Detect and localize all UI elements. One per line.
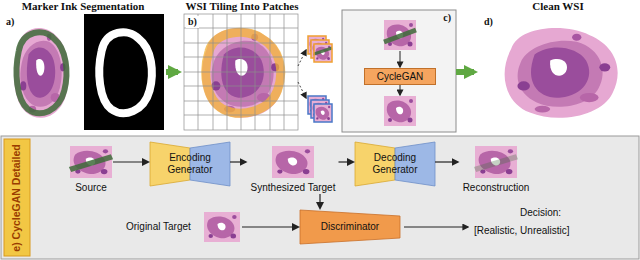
illustration-part <box>384 20 416 50</box>
illustration-part <box>184 14 298 130</box>
panel-tab <box>4 139 30 256</box>
dashed-arrow <box>298 50 306 66</box>
original-target-patch <box>204 212 240 242</box>
ink-patch <box>384 20 416 50</box>
illustration-part <box>17 32 67 113</box>
discriminator-shape: Discriminator <box>300 210 400 244</box>
ink-slide <box>2 14 78 130</box>
illustration-part <box>2 14 78 130</box>
clean-slide <box>480 14 636 130</box>
illustration-part <box>184 101 298 102</box>
illustration-part <box>184 14 298 130</box>
synthesized-patch <box>272 146 314 178</box>
image-node: Synthesized Target <box>248 146 339 194</box>
decision-label: [Realistic, Unrealistic] <box>474 225 570 237</box>
capl-text: Original Target <box>126 221 191 233</box>
mid-text: CycleGAN <box>377 71 424 83</box>
illustration-part <box>204 212 240 242</box>
illustration-part <box>184 43 298 44</box>
illustration-part <box>184 86 298 87</box>
clean-patch <box>384 96 416 126</box>
tiled-slide <box>184 14 298 130</box>
flow-arrow <box>435 161 458 162</box>
image-node: Source <box>69 146 113 194</box>
title-text: Marker Ink Segmentation <box>0 0 166 13</box>
source-patch <box>70 146 112 178</box>
discriminator-shape <box>300 210 400 244</box>
illustration-part <box>384 96 416 126</box>
title-text: WSI Tiling Into Patches <box>182 0 302 13</box>
illustration-part <box>272 146 314 178</box>
cap-text: Reconstruction <box>463 182 530 194</box>
illustration-part <box>70 146 112 178</box>
illustration-part <box>314 48 332 54</box>
illustration-part <box>475 157 517 170</box>
decoding-generator-shape <box>355 142 435 186</box>
image-node: Original Target <box>126 210 242 244</box>
tagr-text: c) <box>442 12 452 24</box>
tag-text: b) <box>186 16 199 28</box>
generator-shape: Encoding Generator <box>150 142 230 186</box>
illustration-part <box>314 104 332 122</box>
illustration-part <box>314 44 332 62</box>
mid-text: Discriminator <box>321 221 379 233</box>
flow-arrow <box>230 161 246 162</box>
illustration-part <box>184 115 298 116</box>
mask-ground <box>84 14 164 130</box>
flow-arrow <box>113 161 148 162</box>
flow-arrow <box>319 194 320 208</box>
illustration-part <box>384 30 416 42</box>
encoding-generator-shape <box>150 142 230 186</box>
panel: Marker Ink Segmentation a) <box>0 0 166 132</box>
illustration-part <box>475 146 517 178</box>
illustration-part <box>314 44 332 62</box>
illustration-part <box>314 104 332 122</box>
tag-text: d) <box>482 16 495 28</box>
pipeline-arrow <box>456 69 474 75</box>
illustration-part <box>70 157 112 170</box>
image-node: Reconstruction <box>460 146 533 194</box>
flow-arrow <box>242 226 298 227</box>
reconstruction-patch <box>475 146 517 178</box>
decision-arrow <box>404 227 468 228</box>
detail-panel <box>1 136 639 259</box>
flow-arrow <box>400 85 401 95</box>
panel: WSI Tiling Into Patches b) <box>182 0 302 132</box>
pipeline-arrow <box>166 69 178 75</box>
tile-grid <box>184 14 298 130</box>
illustration-part <box>99 32 152 113</box>
generator-shape: Decoding Generator <box>355 142 435 186</box>
tab-text: e) CycleGAN Detailed <box>10 141 24 255</box>
panel: c) CycleGAN <box>342 10 456 132</box>
illustration-part <box>314 104 332 122</box>
clean-patch-stack <box>308 96 332 122</box>
title-text: Clean WSI <box>478 0 638 13</box>
illustration-part <box>480 14 636 130</box>
illustration-part <box>184 72 298 73</box>
cap-text: Source <box>75 182 107 194</box>
illustration-part <box>184 28 298 29</box>
detail-panel: e) CycleGAN Detailed Source Encoding Gener… <box>0 136 640 260</box>
illustration-part <box>184 57 298 58</box>
tag-text: a) <box>4 16 16 28</box>
cap-text: Synthesized Target <box>251 182 336 194</box>
illustration-part <box>314 44 332 62</box>
panel: Clean WSI d) <box>478 0 638 132</box>
mid-text: Encoding Generator <box>160 152 220 176</box>
mid-text: Decoding Generator <box>365 152 425 176</box>
ink-patch-stack <box>308 36 332 62</box>
decision-label: Decision: <box>520 207 561 219</box>
dashed-arrow <box>298 82 306 98</box>
flow-arrow <box>400 51 401 67</box>
panel-frame <box>342 10 456 132</box>
flow-arrow <box>339 161 354 162</box>
ink-mask <box>99 32 152 113</box>
process-box: CycleGAN <box>364 68 436 85</box>
